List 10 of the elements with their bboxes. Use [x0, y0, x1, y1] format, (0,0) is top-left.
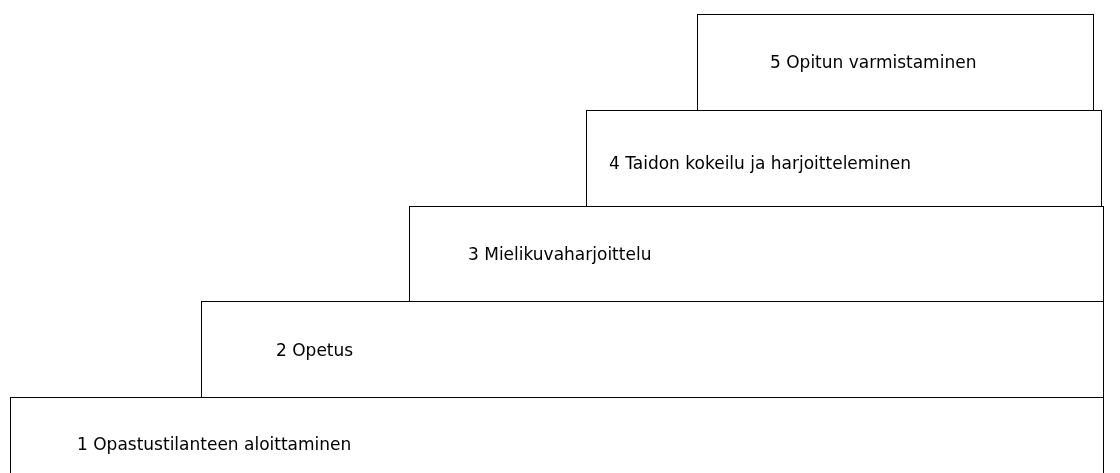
step-box — [201, 301, 1104, 398]
step-box — [10, 397, 1104, 473]
step-box — [586, 110, 1102, 207]
step-label: 5 Opitun varmistaminen — [770, 52, 977, 72]
step-label: 2 Opetus — [276, 340, 354, 360]
step-label: 1 Opastustilanteen aloittaminen — [77, 434, 352, 454]
step-label: 3 Mielikuvaharjoittelu — [468, 244, 652, 264]
step-box — [409, 206, 1104, 302]
step-label: 4 Taidon kokeilu ja harjoitteleminen — [609, 153, 912, 173]
step-box — [697, 14, 1094, 111]
